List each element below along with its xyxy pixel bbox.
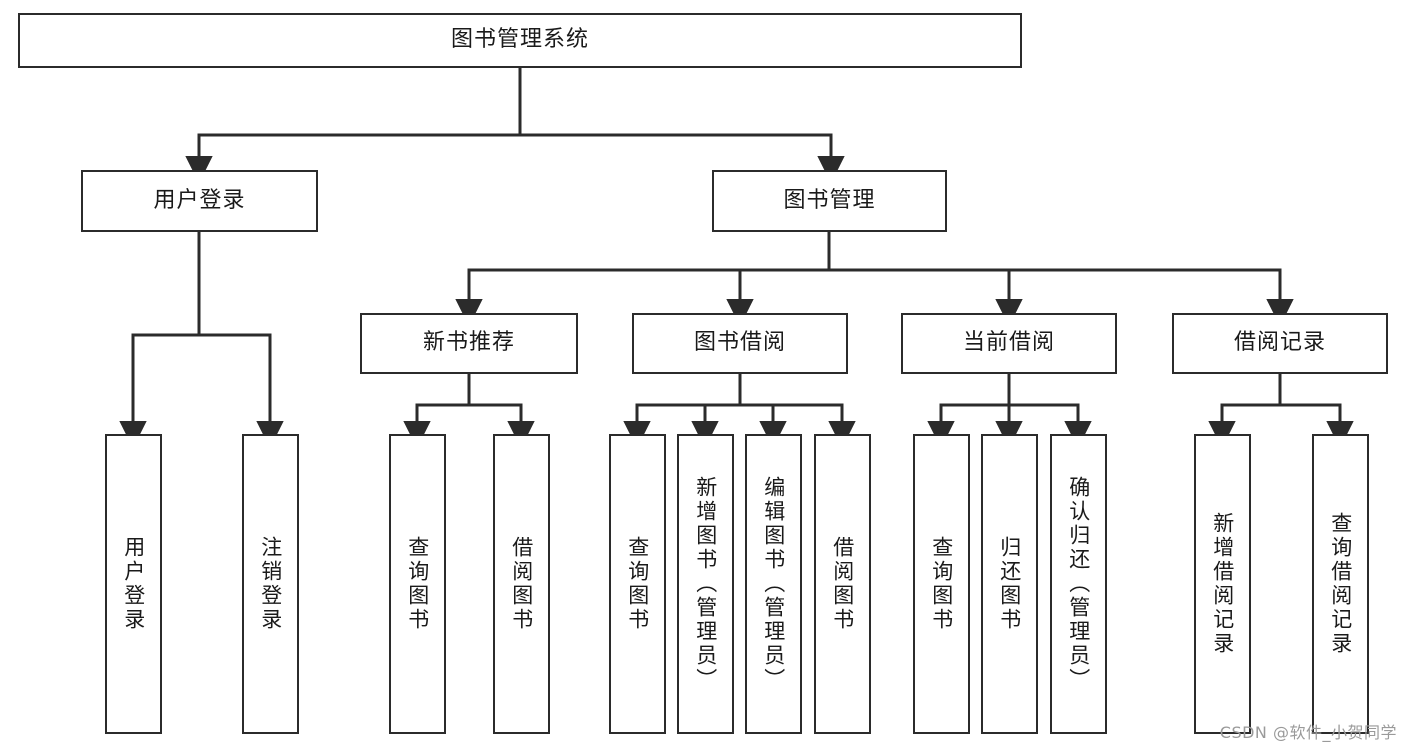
node-label: 借阅记录 — [1233, 330, 1326, 356]
node-label: 编辑图书（管理员） — [761, 476, 786, 692]
node-label: 图书管理系统 — [450, 27, 589, 53]
node-label: 查询图书 — [405, 536, 430, 632]
node-label: 新书推荐 — [422, 330, 515, 356]
node-user-login[interactable]: 用户登录 — [81, 170, 318, 232]
node-current-borrow[interactable]: 当前借阅 — [901, 313, 1117, 374]
leaf-add-borrow-record[interactable]: 新增借阅记录 — [1194, 434, 1251, 734]
node-label: 图书借阅 — [693, 330, 786, 356]
node-label: 归还图书 — [997, 536, 1022, 632]
leaf-query-borrow-record[interactable]: 查询借阅记录 — [1312, 434, 1369, 734]
leaf-borrow-book[interactable]: 借阅图书 — [814, 434, 871, 734]
leaf-query-book-borrow[interactable]: 查询图书 — [609, 434, 666, 734]
node-label: 用户登录 — [153, 187, 246, 213]
node-label: 查询图书 — [625, 536, 650, 632]
leaf-return-book[interactable]: 归还图书 — [981, 434, 1038, 734]
node-label: 查询借阅记录 — [1328, 512, 1353, 656]
node-label: 查询图书 — [929, 536, 954, 632]
node-label: 当前借阅 — [962, 330, 1055, 356]
leaf-confirm-return-admin[interactable]: 确认归还（管理员） — [1050, 434, 1107, 734]
node-label: 用户登录 — [121, 536, 146, 632]
node-book-borrow[interactable]: 图书借阅 — [632, 313, 848, 374]
node-borrow-record[interactable]: 借阅记录 — [1172, 313, 1388, 374]
leaf-add-book-admin[interactable]: 新增图书（管理员） — [677, 434, 734, 734]
leaf-user-login[interactable]: 用户登录 — [105, 434, 162, 734]
node-label: 借阅图书 — [509, 536, 534, 632]
leaf-edit-book-admin[interactable]: 编辑图书（管理员） — [745, 434, 802, 734]
node-label: 新增图书（管理员） — [693, 476, 718, 692]
node-label: 确认归还（管理员） — [1066, 476, 1091, 692]
watermark-text: CSDN @软件_小贺同学 — [1219, 723, 1397, 742]
leaf-user-logout[interactable]: 注销登录 — [242, 434, 299, 734]
node-label: 图书管理 — [783, 187, 876, 213]
leaf-query-book-newbook[interactable]: 查询图书 — [389, 434, 446, 734]
leaf-borrow-book-newbook[interactable]: 借阅图书 — [493, 434, 550, 734]
node-label: 新增借阅记录 — [1210, 512, 1235, 656]
leaf-query-book-current[interactable]: 查询图书 — [913, 434, 970, 734]
node-root-system[interactable]: 图书管理系统 — [18, 13, 1022, 68]
node-new-book-recommend[interactable]: 新书推荐 — [360, 313, 578, 374]
node-book-management[interactable]: 图书管理 — [712, 170, 947, 232]
node-label: 借阅图书 — [830, 536, 855, 632]
node-label: 注销登录 — [258, 536, 283, 632]
